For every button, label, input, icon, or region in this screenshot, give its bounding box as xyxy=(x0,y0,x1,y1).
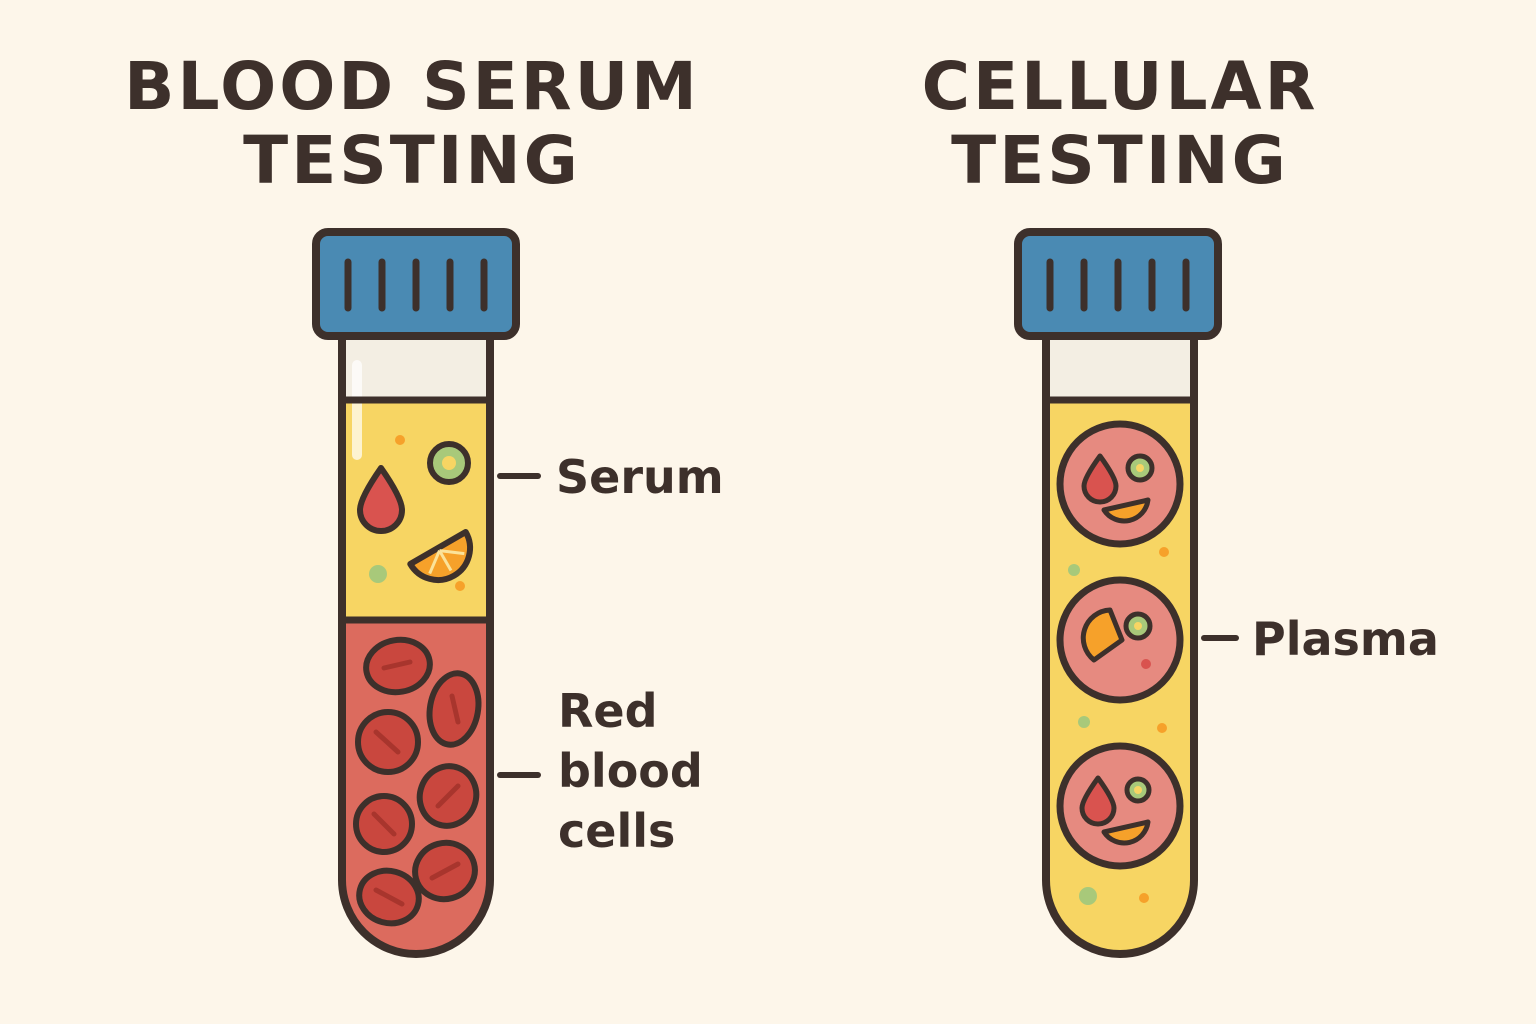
test-tube-icon xyxy=(1042,330,1198,958)
red-blood-cells-label-line3: cells xyxy=(558,804,675,858)
plasma-test-tube: Plasma xyxy=(1014,228,1439,958)
title-left-line2: TESTING xyxy=(243,122,581,199)
red-blood-cells-label-line2: blood xyxy=(558,744,703,798)
title-blood-serum-testing: BLOOD SERUM TESTING xyxy=(92,50,732,198)
red-blood-cell-icon xyxy=(412,839,478,903)
green-cell-icon xyxy=(427,441,471,485)
title-cellular-testing: CELLULAR TESTING xyxy=(800,50,1440,198)
red-blood-cell-icon xyxy=(416,763,480,829)
red-blood-cell-icon xyxy=(363,636,433,696)
cap-icon xyxy=(1014,228,1222,340)
red-blood-cells-label-line1: Red xyxy=(558,684,658,738)
droplet-icon xyxy=(357,465,405,534)
test-tube-icon xyxy=(338,330,494,958)
title-right-line2: TESTING xyxy=(951,122,1289,199)
serum-label: Serum xyxy=(556,450,724,504)
serum-test-tube: Serum Red blood cells xyxy=(312,228,724,958)
orange-slice-icon xyxy=(407,529,473,583)
cap-icon xyxy=(312,228,520,340)
red-blood-cells xyxy=(353,636,482,927)
red-blood-cell-icon xyxy=(355,709,421,775)
red-blood-cell-icon xyxy=(426,670,482,748)
cell-icon xyxy=(1056,742,1184,870)
title-right-line1: CELLULAR xyxy=(921,48,1319,125)
cell-icon xyxy=(1056,576,1184,704)
plasma-label: Plasma xyxy=(1252,612,1439,666)
cell-icon xyxy=(1056,420,1184,548)
title-left-line1: BLOOD SERUM xyxy=(124,48,700,125)
red-blood-cell-icon xyxy=(356,867,422,927)
red-blood-cell-icon xyxy=(353,793,415,855)
